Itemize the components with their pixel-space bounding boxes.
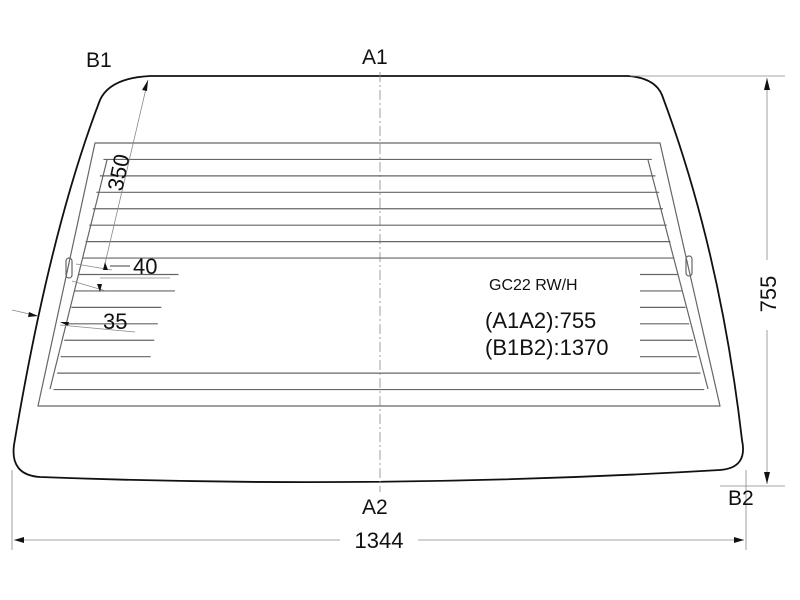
heater-offset-dim-line: [103, 79, 149, 269]
left-bus-bar: [49, 159, 108, 390]
point-b2: B2: [728, 487, 754, 510]
heater-grid: [37, 142, 721, 407]
height-dimension: 755: [756, 276, 781, 313]
point-a2: A2: [362, 496, 388, 519]
a1a2-measure: (A1A2):755: [485, 308, 596, 333]
b1b2-measure: (B1B2):1370: [485, 335, 609, 360]
offset-arrow-icon: [142, 80, 148, 91]
spacing-arrows-icon: [97, 262, 108, 292]
glass-outline: [12, 75, 744, 484]
heater-spacing-dimension: 40: [133, 254, 157, 279]
point-b1: B1: [86, 49, 112, 72]
margin-ext-2: [59, 324, 136, 333]
width-dimension: 1344: [355, 528, 404, 553]
right-bus-bar: [647, 159, 709, 390]
edge-margin-dimension: 35: [103, 309, 127, 334]
point-a1: A1: [362, 46, 388, 69]
right-connector-icon: [685, 255, 693, 277]
heater-offset-dimension: 350: [103, 152, 135, 193]
part-code: GC22 RW/H: [489, 277, 578, 294]
heater-frame: [37, 142, 721, 407]
info-background: [484, 270, 639, 362]
left-connector-icon: [65, 257, 73, 279]
margin-arrows-icon: [28, 312, 69, 326]
